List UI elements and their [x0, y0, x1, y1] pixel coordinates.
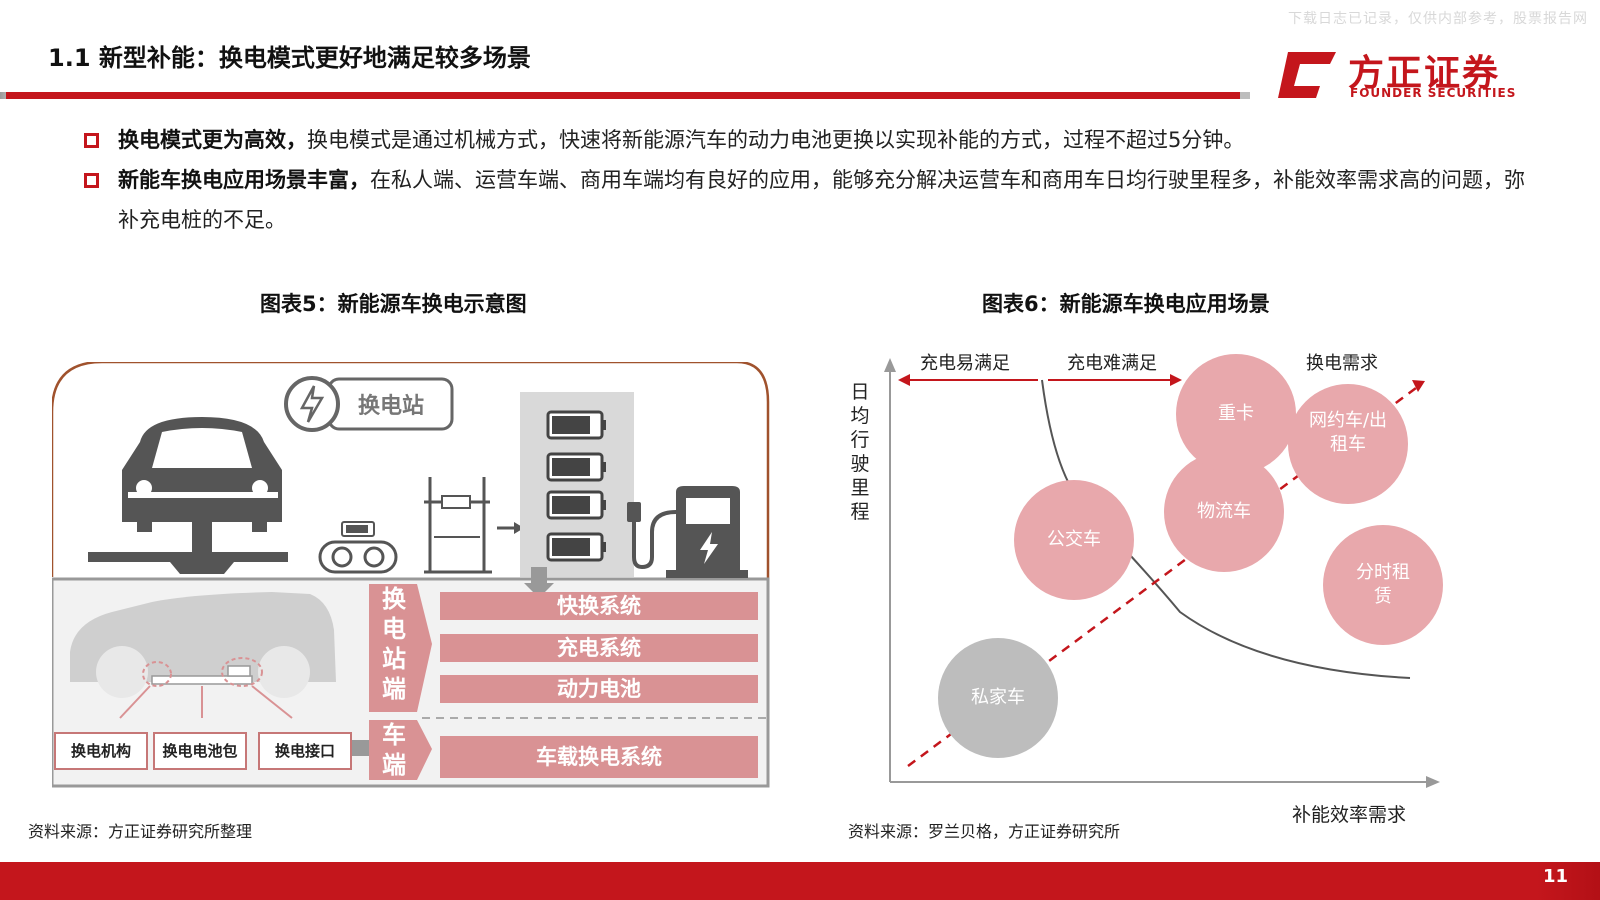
footer-bar	[0, 862, 1600, 900]
bullet-list: 换电模式更为高效，换电模式是通过机械方式，快速将新能源汽车的动力电池更换以实现补…	[80, 120, 1530, 240]
station-side-char: 电	[382, 615, 406, 643]
x-axis-label: 补能效率需求	[1292, 804, 1407, 826]
page-number: 11	[1542, 866, 1568, 887]
bullet-square-icon	[84, 133, 99, 148]
figure5-source: 资料来源：方正证券研究所整理	[28, 822, 253, 841]
vehicle-side-char: 端	[382, 751, 406, 779]
bullet-text: 换电模式是通过机械方式，快速将新能源汽车的动力电池更换以实现补能的方式，过程不超…	[307, 128, 1245, 152]
zone-swap-demand: 换电需求	[1306, 353, 1378, 374]
station-side-char: 端	[382, 675, 406, 703]
station-side-label: 换 电 站 端	[376, 584, 412, 704]
quick-swap-system-label: 快换系统	[557, 594, 641, 618]
charging-system-label: 充电系统	[557, 636, 641, 660]
swap-station-badge: 换电站	[358, 394, 425, 419]
bubble-heavy-truck	[1176, 354, 1296, 474]
bullet-item: 换电模式更为高效，换电模式是通过机械方式，快速将新能源汽车的动力电池更换以实现补…	[80, 120, 1530, 160]
page-title: 1.1 新型补能：换电模式更好地满足较多场景	[48, 44, 531, 72]
figure6-title: 图表6：新能源车换电应用场景	[982, 292, 1270, 316]
bubble-label-private-car: 私家车	[971, 687, 1025, 708]
bullet-square-icon	[84, 173, 99, 188]
battery-swap-diagram: 换电站 换 电 站 端 车 端 快换系统 充电系统 动力电池 车载换电系统 换电…	[52, 362, 787, 802]
bullet-item: 新能车换电应用场景丰富，在私人端、运营车端、商用车端均有良好的应用，能够充分解决…	[80, 160, 1530, 240]
battery-swap-illustration	[52, 362, 770, 788]
vehicle-side-char: 车	[382, 721, 406, 749]
bubble-label-logistics: 物流车	[1197, 501, 1251, 522]
bullet-heading: 新能车换电应用场景丰富，	[118, 168, 370, 192]
vehicle-side-label: 车 端	[376, 720, 412, 780]
founder-logo-icon	[1278, 52, 1336, 98]
zone-easy-charging: 充电易满足	[920, 353, 1010, 374]
bullet-heading: 换电模式更为高效，	[118, 128, 307, 152]
scenario-chart-canvas	[884, 354, 1443, 788]
figure6-source: 资料来源：罗兰贝格，方正证券研究所	[848, 822, 1121, 841]
bubble-label-time-share-rental: 分时租赁	[1356, 562, 1410, 607]
bubble-label-ride-hailing-taxi: 网约车/出租车	[1308, 410, 1388, 455]
bubble-private-car	[938, 638, 1058, 758]
bubble-label-bus: 公交车	[1047, 529, 1101, 550]
bubble-bus	[1014, 480, 1134, 600]
header-divider	[0, 92, 1250, 99]
logo-text-cn: 方正证券	[1348, 53, 1501, 94]
bubble-time-share-rental	[1323, 525, 1443, 645]
swap-mechanism-label: 换电机构	[54, 732, 148, 770]
swap-battery-pack-label: 换电电池包	[153, 732, 247, 770]
logo-text-en: FOUNDER SECURITIES	[1350, 86, 1517, 100]
bubble-ride-hailing-taxi	[1288, 384, 1408, 504]
station-side-char: 换	[382, 585, 406, 613]
bubble-logistics	[1164, 452, 1284, 572]
figure5-title: 图表5：新能源车换电示意图	[260, 292, 527, 316]
swap-interface-label: 换电接口	[258, 732, 352, 770]
y-axis-label: 日均行驶里程	[850, 381, 870, 523]
station-side-char: 站	[382, 645, 406, 673]
zone-hard-charging: 充电难满足	[1067, 353, 1157, 374]
onboard-swap-system-label: 车载换电系统	[536, 745, 662, 769]
bullet-text: 在私人端、运营车端、商用车端均有良好的应用，能够充分解决运营车和商用车日均行驶里…	[118, 168, 1525, 232]
swap-scenario-bubble-chart: 充电易满足 充电难满足 换电需求 日均行驶里程 补能效率需求 私家车 公交车 物…	[850, 340, 1460, 830]
bubble-label-heavy-truck: 重卡	[1218, 403, 1254, 424]
power-battery-label: 动力电池	[557, 677, 641, 701]
confidential-watermark: 下载日志已记录，仅供内部参考，股票报告网	[1288, 11, 1588, 27]
founder-logo: 方正证券 FOUNDER SECURITIES	[1278, 48, 1558, 100]
